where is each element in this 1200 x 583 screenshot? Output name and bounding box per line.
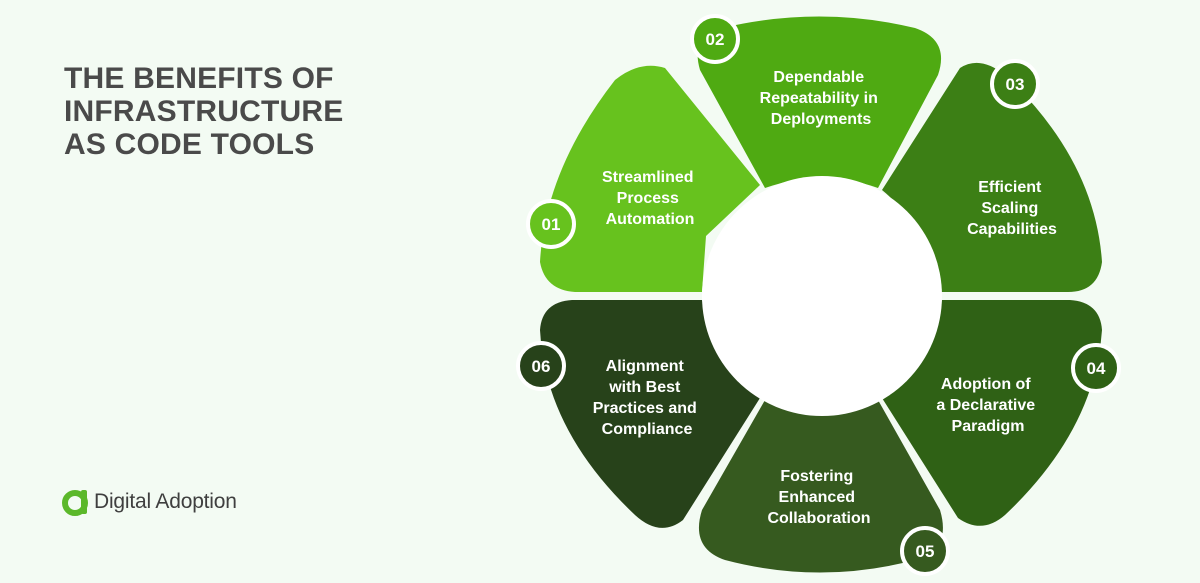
segment-02-shape	[697, 16, 942, 188]
segment-06-shape	[540, 300, 760, 528]
brand-logo[interactable]: Digital Adoption	[62, 487, 237, 517]
segment-01-label: Streamlined Process Automation	[602, 169, 698, 228]
badge-02: 02	[690, 14, 740, 64]
segment-03-label: Efficient Scaling Capabilities	[967, 179, 1057, 238]
badge-01-text: 01	[542, 215, 561, 234]
page-title: THE BENEFITS OF INFRASTRUCTURE AS CODE T…	[64, 62, 343, 161]
segment-02-label: Dependable Repeatability in Deployments	[760, 69, 883, 128]
badge-02-text: 02	[706, 30, 725, 49]
segment-04-shape	[882, 300, 1102, 526]
brand-name: Digital Adoption	[94, 490, 237, 513]
segment-02-label-line-2: Repeatability in	[760, 90, 878, 107]
segment-05[interactable]: Fostering Enhanced Collaboration	[698, 400, 943, 573]
badge-06-text: 06	[532, 357, 551, 376]
segment-03[interactable]: Efficient Scaling Capabilities	[882, 62, 1102, 293]
segment-05-label: Fostering Enhanced Collaboration	[767, 468, 870, 527]
title-line-2: INFRASTRUCTURE	[64, 95, 344, 128]
segment-02-label-line-1: Dependable	[773, 69, 864, 86]
segment-06-label-line-1: Alignment	[606, 358, 685, 375]
badge-05: 05	[900, 526, 950, 576]
segment-02-label-line-3: Deployments	[771, 111, 872, 128]
wheel-center	[702, 176, 942, 416]
segment-05-label-line-1: Fostering	[780, 468, 853, 485]
badge-03-text: 03	[1006, 75, 1025, 94]
segment-01-label-line-1: Streamlined	[602, 169, 694, 186]
segment-03-shape	[882, 62, 1102, 293]
segment-06-label-line-3: Practices and	[593, 400, 697, 417]
segment-06-label-line-2: with Best	[608, 379, 681, 396]
segment-04-label-line-3: Paradigm	[952, 418, 1025, 435]
badge-06: 06	[516, 341, 566, 391]
segment-05-label-line-2: Enhanced	[779, 489, 855, 506]
segment-02[interactable]: Dependable Repeatability in Deployments	[697, 16, 942, 189]
segment-01-label-line-3: Automation	[606, 211, 695, 228]
segment-05-shape	[698, 400, 943, 573]
title-line-1: THE BENEFITS OF	[64, 62, 334, 95]
segment-06[interactable]: Alignment with Best Practices and Compli…	[540, 300, 760, 528]
segment-03-label-line-2: Scaling	[981, 200, 1038, 217]
badge-01: 01	[526, 199, 576, 249]
segment-01-label-line-2: Process	[617, 190, 679, 207]
segment-04-label-line-2: a Declarative	[936, 397, 1035, 414]
segment-03-label-line-1: Efficient	[978, 179, 1042, 196]
segment-01-shape	[540, 65, 760, 292]
segment-05-label-line-3: Collaboration	[767, 510, 870, 527]
segment-06-label-line-4: Compliance	[602, 421, 693, 438]
badge-03: 03	[990, 59, 1040, 109]
segment-06-label: Alignment with Best Practices and Compli…	[593, 358, 702, 438]
badge-04-text: 04	[1087, 359, 1106, 378]
segment-01[interactable]: Streamlined Process Automation	[540, 65, 760, 292]
badge-04: 04	[1071, 343, 1121, 393]
segment-04-label: Adoption of a Declarative Paradigm	[936, 376, 1039, 435]
segment-03-label-line-3: Capabilities	[967, 221, 1057, 238]
badge-05-text: 05	[916, 542, 935, 561]
digital-adoption-logo-icon	[62, 490, 88, 516]
segment-04-label-line-1: Adoption of	[941, 376, 1031, 393]
segment-04[interactable]: Adoption of a Declarative Paradigm	[882, 300, 1102, 526]
title-line-3: AS CODE TOOLS	[64, 128, 315, 161]
